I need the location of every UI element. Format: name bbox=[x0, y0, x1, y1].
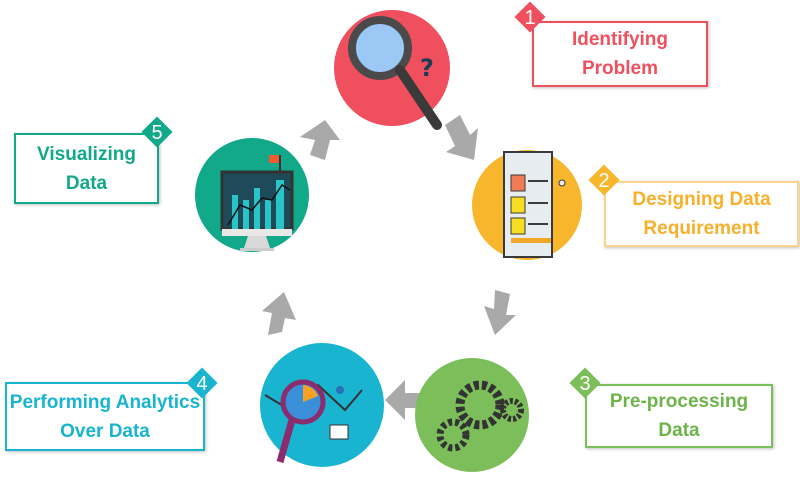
step-3-number: 3 bbox=[579, 373, 591, 395]
step-3-label: Pre-processing Data bbox=[609, 391, 749, 441]
step-1-number: 1 bbox=[524, 7, 536, 29]
arrow-2-to-3 bbox=[484, 290, 516, 335]
step-1-label-box: Identifying Problem bbox=[532, 21, 708, 87]
step-3-label-box: Pre-processing Data bbox=[585, 384, 773, 448]
gears-icon bbox=[436, 380, 524, 452]
step-2-label-line-1: Designing Data bbox=[632, 189, 771, 210]
step-5-number: 5 bbox=[151, 122, 163, 144]
arrow-5-to-1 bbox=[300, 120, 340, 160]
step-4-label-box: Performing Analytics Over Data bbox=[5, 382, 205, 451]
step-5-circle bbox=[195, 138, 309, 252]
step-1-circle: ? bbox=[334, 10, 450, 130]
step-5-label-box: Visualizing Data bbox=[14, 133, 159, 204]
arrow-1-to-2 bbox=[445, 115, 478, 160]
step-4-circle bbox=[260, 343, 384, 467]
step-1-label: Identifying Problem bbox=[571, 29, 669, 79]
arrow-3-to-4 bbox=[385, 380, 420, 420]
monitor-chart-icon bbox=[220, 155, 294, 251]
step-5-label: Visualizing Data bbox=[37, 143, 136, 194]
step-2-label-box: Designing Data Requirement bbox=[604, 181, 799, 247]
step-3-circle bbox=[415, 358, 529, 472]
step-4-number: 4 bbox=[196, 373, 208, 395]
question-mark-icon: ? bbox=[420, 54, 434, 82]
step-4-label-line-2: Over Data bbox=[60, 420, 150, 442]
magnifier-icon bbox=[348, 16, 412, 80]
checklist-document-icon bbox=[503, 151, 566, 258]
step-4-label-line-1: Performing Analytics bbox=[9, 391, 201, 413]
analytics-magnifier-icon bbox=[264, 379, 363, 463]
step-2-number: 2 bbox=[598, 170, 610, 192]
arrow-4-to-5 bbox=[262, 292, 296, 335]
step-2-label-line-2: Requirement bbox=[643, 218, 760, 239]
step-2-circle bbox=[472, 150, 582, 260]
